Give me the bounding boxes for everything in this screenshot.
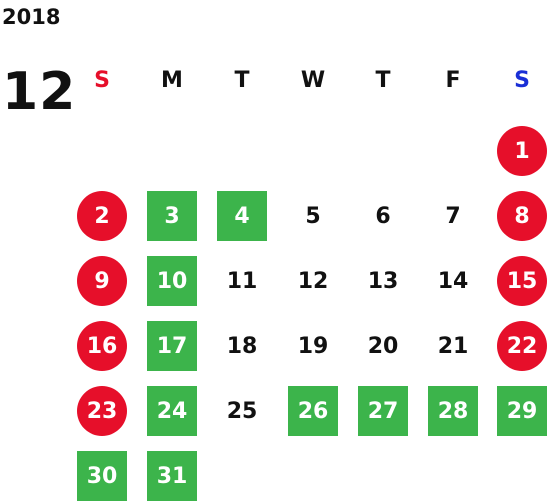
- calendar-day-4[interactable]: 4: [217, 191, 267, 241]
- weekday-header-wed: W: [300, 68, 326, 93]
- calendar-day-6[interactable]: 6: [375, 203, 391, 229]
- calendar-day-25[interactable]: 25: [226, 398, 258, 424]
- weekday-header-thu: T: [375, 68, 391, 93]
- calendar-day-28[interactable]: 28: [428, 386, 478, 436]
- calendar-day-9[interactable]: 9: [77, 256, 127, 306]
- calendar-day-13[interactable]: 13: [367, 268, 399, 294]
- calendar-year: 2018: [2, 5, 61, 29]
- weekday-header-fri: F: [445, 68, 461, 93]
- calendar-day-20[interactable]: 20: [367, 333, 399, 359]
- calendar-day-12[interactable]: 12: [297, 268, 329, 294]
- calendar-day-23[interactable]: 23: [77, 386, 127, 436]
- calendar-day-5[interactable]: 5: [305, 203, 321, 229]
- calendar-day-3[interactable]: 3: [147, 191, 197, 241]
- calendar-month: 12: [2, 62, 77, 122]
- calendar-day-8[interactable]: 8: [497, 191, 547, 241]
- calendar-day-30[interactable]: 30: [77, 451, 127, 501]
- weekday-header-sun: S: [94, 68, 110, 93]
- calendar-day-27[interactable]: 27: [358, 386, 408, 436]
- calendar-day-1[interactable]: 1: [497, 126, 547, 176]
- weekday-header-mon: M: [161, 68, 183, 93]
- calendar-day-2[interactable]: 2: [77, 191, 127, 241]
- calendar-day-29[interactable]: 29: [497, 386, 547, 436]
- calendar-day-19[interactable]: 19: [297, 333, 329, 359]
- calendar-day-24[interactable]: 24: [147, 386, 197, 436]
- calendar-day-10[interactable]: 10: [147, 256, 197, 306]
- calendar-day-22[interactable]: 22: [497, 321, 547, 371]
- calendar-day-7[interactable]: 7: [445, 203, 461, 229]
- calendar-day-31[interactable]: 31: [147, 451, 197, 501]
- calendar-day-21[interactable]: 21: [437, 333, 469, 359]
- calendar-day-15[interactable]: 15: [497, 256, 547, 306]
- weekday-header-sat: S: [514, 68, 530, 93]
- calendar-day-17[interactable]: 17: [147, 321, 197, 371]
- calendar-day-16[interactable]: 16: [77, 321, 127, 371]
- weekday-header-tue: T: [234, 68, 250, 93]
- calendar-day-14[interactable]: 14: [437, 268, 469, 294]
- calendar-day-18[interactable]: 18: [226, 333, 258, 359]
- calendar-day-26[interactable]: 26: [288, 386, 338, 436]
- calendar-day-11[interactable]: 11: [226, 268, 258, 294]
